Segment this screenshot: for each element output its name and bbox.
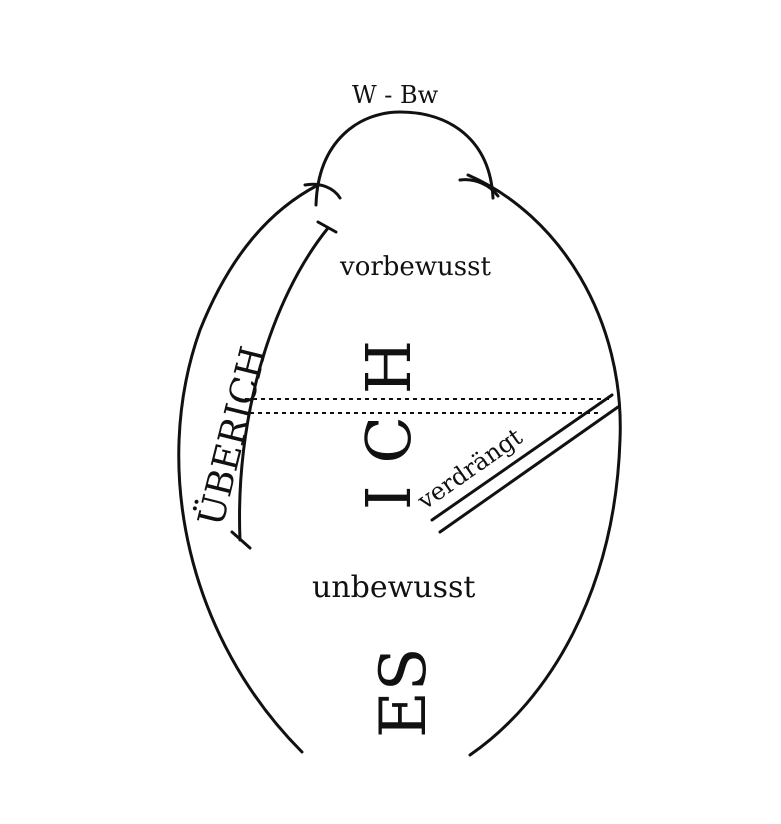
label-vorbewusst: vorbewusst bbox=[339, 252, 491, 282]
label-verdraengt: verdrängt bbox=[412, 422, 528, 515]
label-ich: ICH bbox=[352, 318, 425, 510]
superego-arc bbox=[238, 226, 330, 542]
label-unbewusst: unbewusst bbox=[312, 570, 475, 605]
label-w-bw: W - Bw bbox=[352, 81, 439, 109]
psyche-outline-left bbox=[177, 183, 320, 754]
superego-tick-top bbox=[316, 220, 338, 234]
label-es: ES bbox=[367, 647, 441, 738]
superego-tick-bottom bbox=[230, 530, 252, 550]
repression-line-2 bbox=[438, 405, 620, 534]
perception-arc bbox=[314, 110, 495, 207]
perception-hook-right bbox=[458, 178, 500, 198]
perception-hook-left bbox=[303, 182, 342, 200]
repression-line-1 bbox=[430, 393, 614, 522]
label-ueberich: ÜBERICH bbox=[190, 342, 275, 530]
psyche-outline-right bbox=[466, 173, 622, 757]
